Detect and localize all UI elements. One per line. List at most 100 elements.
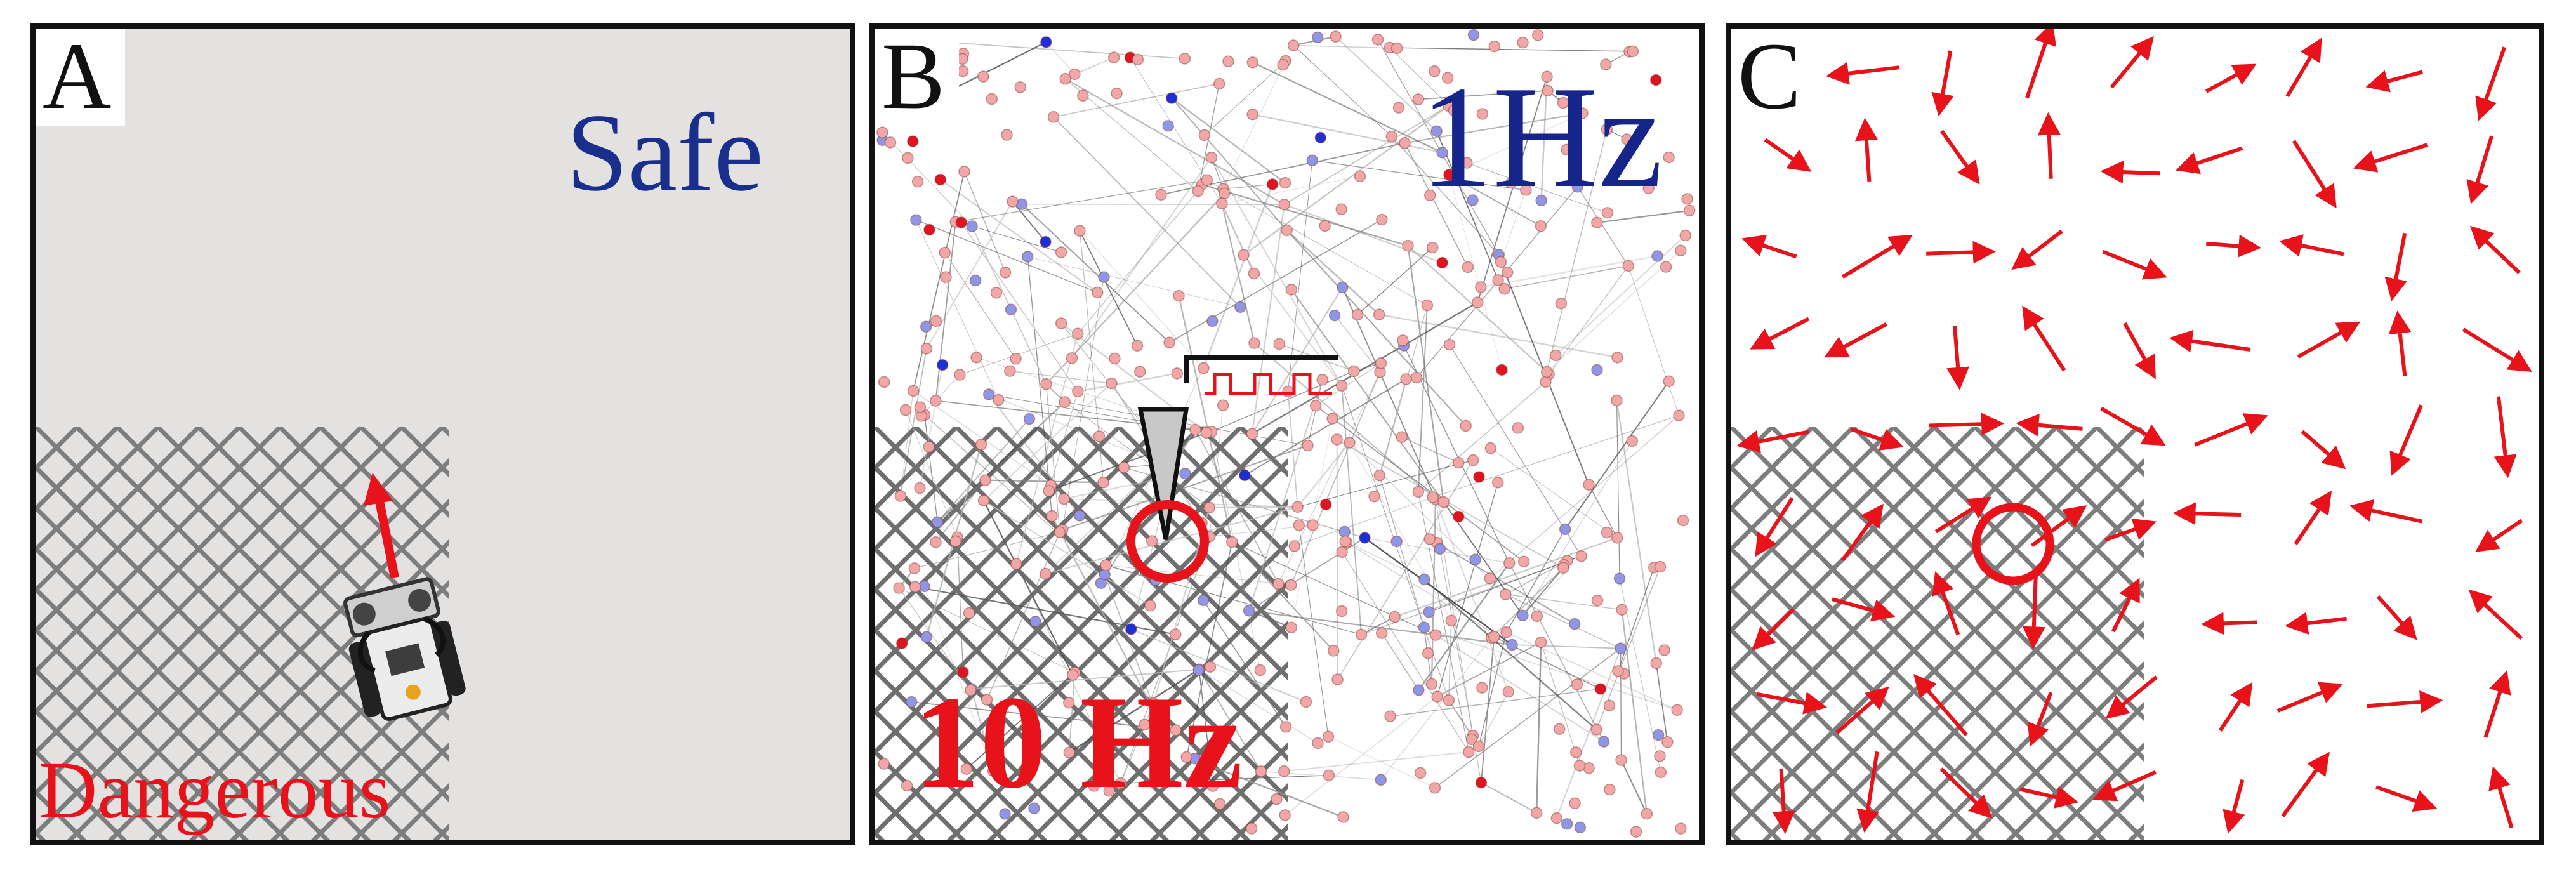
neuron-node: [1498, 283, 1510, 295]
neuron-node: [1476, 108, 1489, 120]
flow-arrow-icon: [1932, 571, 1960, 636]
synapse-edge: [1298, 525, 1329, 737]
neuron-node: [1475, 281, 1487, 293]
neuron-node: [1590, 723, 1602, 736]
neuron-node: [1430, 125, 1443, 137]
neuron-node: [1495, 256, 1507, 268]
neuron-node: [1040, 378, 1052, 390]
neuron-node: [1418, 621, 1430, 633]
synapse-edge: [955, 180, 1207, 223]
neuron-node: [1198, 129, 1211, 142]
synapse-edge: [919, 364, 944, 489]
neuron-node: [1028, 802, 1040, 814]
synapse-edge: [1566, 149, 1578, 187]
synapse-edge: [1186, 756, 1344, 818]
neuron-node: [1506, 638, 1518, 651]
synapse-edge: [961, 222, 1078, 392]
synapse-edge: [1334, 315, 1380, 373]
neuron-node: [1541, 70, 1553, 83]
flow-arrow-icon: [2462, 327, 2532, 372]
synapse-edge: [900, 348, 927, 496]
synapse-edge: [1064, 401, 1308, 446]
neuron-node: [1660, 261, 1672, 273]
neuron-node: [1077, 89, 1089, 102]
neuron-node: [1238, 249, 1250, 261]
flow-arrow-icon: [1755, 497, 1794, 557]
neuron-node: [1098, 271, 1110, 283]
synapse-edge: [1449, 174, 1542, 227]
synapse-edge: [935, 479, 986, 543]
synapse-edge: [1505, 593, 1622, 611]
synapse-edge: [914, 531, 1060, 569]
synapse-edge: [1556, 648, 1622, 819]
neuron-node: [1239, 469, 1251, 482]
synapse-edge: [1120, 536, 1210, 784]
synapse-edge: [1478, 632, 1507, 747]
neuron-node: [1557, 96, 1569, 109]
synapse-edge: [935, 221, 956, 401]
neuron-node: [1569, 746, 1582, 758]
synapse-edge: [1432, 415, 1679, 498]
neuron-node: [1600, 58, 1612, 70]
neuron-node: [1109, 352, 1121, 365]
synapse-edge: [1616, 400, 1620, 579]
neuron-node: [1436, 147, 1448, 159]
neuron-node: [1445, 614, 1458, 627]
synapse-edge: [1418, 381, 1546, 492]
neuron-network: [876, 29, 1696, 838]
neuron-node: [1198, 362, 1210, 374]
neuron-node: [1001, 129, 1013, 141]
synapse-edge: [1074, 56, 1114, 75]
synapse-edge: [1341, 385, 1425, 628]
flow-arrow-icon: [2111, 578, 2140, 633]
synapse-edge: [971, 668, 1199, 690]
neuron-node: [1375, 357, 1387, 369]
neuron-node: [1203, 501, 1215, 514]
synapse-edge: [1203, 184, 1274, 369]
stimulation-overlay: [1126, 355, 1338, 583]
neuron-node: [970, 352, 982, 364]
synapse-edge: [1252, 62, 1443, 154]
neuron-node: [1285, 284, 1298, 296]
flow-arrow-icon: [2223, 779, 2245, 834]
neuron-node: [1219, 187, 1231, 200]
synapse-edge: [1248, 380, 1323, 611]
flow-arrow-icon: [2384, 232, 2407, 301]
synapse-edge: [1284, 751, 1469, 772]
synapse-edge: [1171, 98, 1288, 231]
flow-arrow-icon: [2100, 406, 2166, 446]
neuron-node: [1517, 36, 1529, 49]
neuron-node: [1557, 562, 1569, 574]
synapse-edge: [1505, 529, 1566, 633]
neuron-node: [999, 267, 1012, 279]
neuron-node: [1434, 543, 1446, 555]
neuron-node: [1359, 532, 1371, 544]
synapse-edge: [1078, 373, 1177, 392]
synapse-edge: [1232, 541, 1436, 636]
synapse-edge: [983, 383, 1113, 501]
neuron-node: [1293, 519, 1305, 531]
neuron-node: [1505, 177, 1517, 189]
flow-arrow-icon: [2493, 396, 2517, 479]
neuron-node: [1429, 629, 1442, 641]
neuron-node: [1476, 682, 1488, 694]
neuron-node: [1311, 31, 1324, 44]
neuron-node: [965, 684, 977, 696]
neuron-node: [1326, 413, 1338, 425]
neuron-node: [1423, 189, 1436, 202]
neuron-node: [1322, 730, 1335, 743]
neuron-node: [931, 516, 944, 528]
flow-arrow-icon: [2281, 751, 2330, 817]
neuron-node: [1278, 765, 1290, 777]
neuron-node: [1248, 337, 1260, 349]
flow-arrow-icon: [2367, 690, 2443, 713]
neuron-node: [1179, 467, 1191, 480]
synapse-edge: [1243, 254, 1342, 386]
neuron-node: [1418, 573, 1430, 586]
neuron-node: [1422, 647, 1434, 659]
neuron-node: [1192, 185, 1205, 197]
synapse-edge: [1222, 176, 1361, 204]
synapse-edge: [1198, 669, 1213, 786]
neuron-node: [1337, 811, 1349, 823]
neuron-node: [1266, 178, 1279, 190]
